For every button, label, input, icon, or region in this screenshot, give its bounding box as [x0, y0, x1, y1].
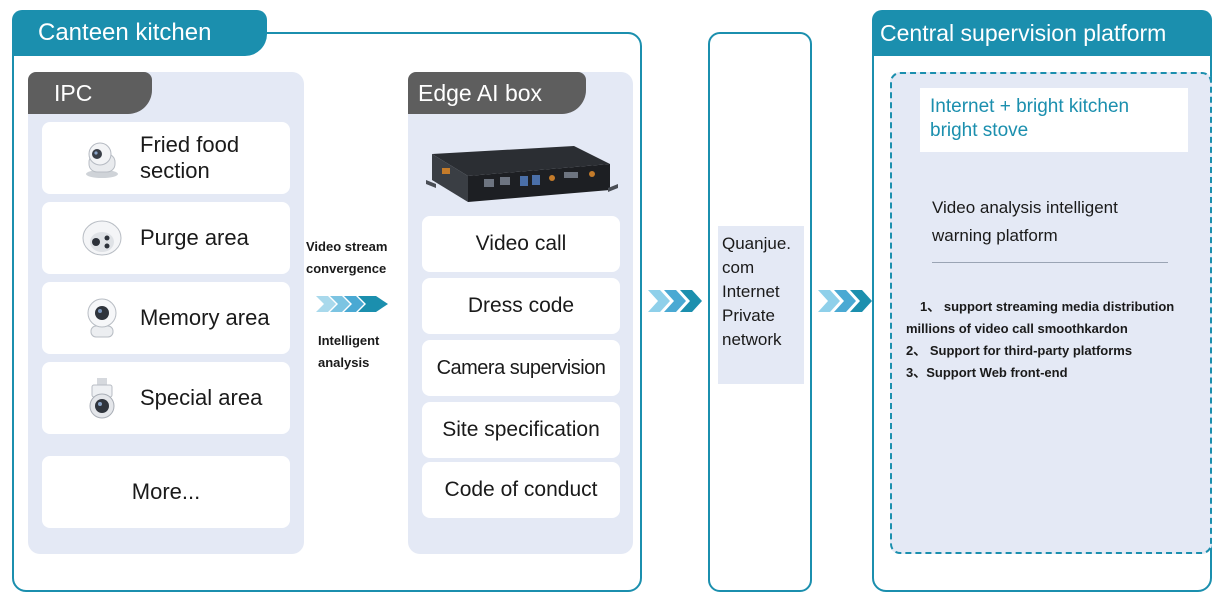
video-stream-line1: Video stream [306, 239, 388, 254]
network-line: com [722, 258, 755, 277]
feature-label: Code of conduct [444, 478, 598, 501]
ipc-item-fried-food[interactable]: Fried food section [42, 122, 290, 194]
feature-label: Dress code [467, 294, 575, 317]
platform-title: Video analysis intelligent warning platf… [932, 194, 1202, 250]
ipc-item-label: Purge area [140, 225, 249, 250]
platform-divider [932, 262, 1168, 263]
feature-label: Site specification [442, 418, 600, 441]
chevron-arrows-icon [648, 288, 704, 314]
central-subtitle: Internet + bright kitchen bright stove [930, 95, 1200, 143]
intelligent-analysis-label: Intelligent analysis [318, 330, 408, 374]
feature-label: Camera supervision [436, 356, 606, 379]
more-label: More... [131, 479, 201, 504]
ipc-item-purge-area[interactable]: Purge area [42, 202, 290, 274]
canteen-kitchen-tab: Canteen kitchen [12, 10, 267, 56]
feature-label: Video call [475, 232, 567, 255]
network-line: Private [722, 306, 775, 325]
list-item: 1、 support streaming media distribution [920, 299, 1175, 314]
bullet-camera-icon [80, 376, 124, 420]
central-subtitle-line2: bright stove [930, 120, 1029, 141]
network-label: Quanjue. com Internet Private network [722, 232, 806, 352]
edge-ai-title: Edge AI box [418, 79, 543, 106]
network-line: Internet [722, 282, 780, 301]
central-subtitle-box [920, 88, 1188, 152]
central-title: Central supervision platform [880, 19, 1167, 46]
ipc-item-label: Memory area [140, 305, 270, 330]
chevron-arrows-icon [818, 288, 874, 314]
platform-feature-list: 1、 support streaming media distribution … [906, 296, 1212, 384]
ipc-more-button[interactable]: More... [42, 456, 290, 528]
feature-dress-code[interactable]: Dress code [422, 278, 620, 334]
central-subtitle-line1: Internet + bright kitchen [930, 96, 1130, 117]
ipc-item-special-area[interactable]: Special area [42, 362, 290, 434]
ipc-item-label: Special area [140, 385, 263, 410]
edge-ai-tab: Edge AI box [408, 72, 586, 114]
central-dashed-box [890, 72, 1212, 554]
intelligent-analysis-line2: analysis [318, 355, 370, 370]
canteen-kitchen-title: Canteen kitchen [38, 19, 212, 46]
ipc-item-memory-area[interactable]: Memory area [42, 282, 290, 354]
central-tab: Central supervision platform [872, 10, 1212, 56]
video-stream-line2: convergence [306, 261, 387, 276]
ptz-camera-icon [80, 136, 124, 180]
network-line: network [722, 330, 782, 349]
ipc-tab: IPC [28, 72, 152, 114]
ipc-title: IPC [54, 79, 93, 106]
list-item: 3、Support Web front-end [906, 365, 1068, 380]
video-stream-label: Video stream convergence [306, 236, 406, 280]
platform-title-line2: warning platform [932, 226, 1058, 245]
feature-code-of-conduct[interactable]: Code of conduct [422, 462, 620, 518]
list-item: millions of video call smoothkardon [906, 321, 1128, 336]
network-line: Quanjue. [722, 234, 791, 253]
cube-camera-icon [80, 296, 124, 340]
edge-box-device-icon [424, 124, 620, 211]
network-panel [718, 226, 804, 384]
feature-site-specification[interactable]: Site specification [422, 402, 620, 458]
ipc-item-label: Fried food section [140, 132, 240, 183]
feature-camera-supervision[interactable]: Camera supervision [422, 340, 620, 396]
feature-video-call[interactable]: Video call [422, 216, 620, 272]
dome-camera-icon [80, 216, 124, 260]
chevron-arrows-icon [316, 293, 396, 315]
platform-title-line1: Video analysis intelligent [932, 198, 1118, 217]
intelligent-analysis-line1: Intelligent [318, 333, 380, 348]
list-item: 2、 Support for third-party platforms [906, 343, 1133, 358]
